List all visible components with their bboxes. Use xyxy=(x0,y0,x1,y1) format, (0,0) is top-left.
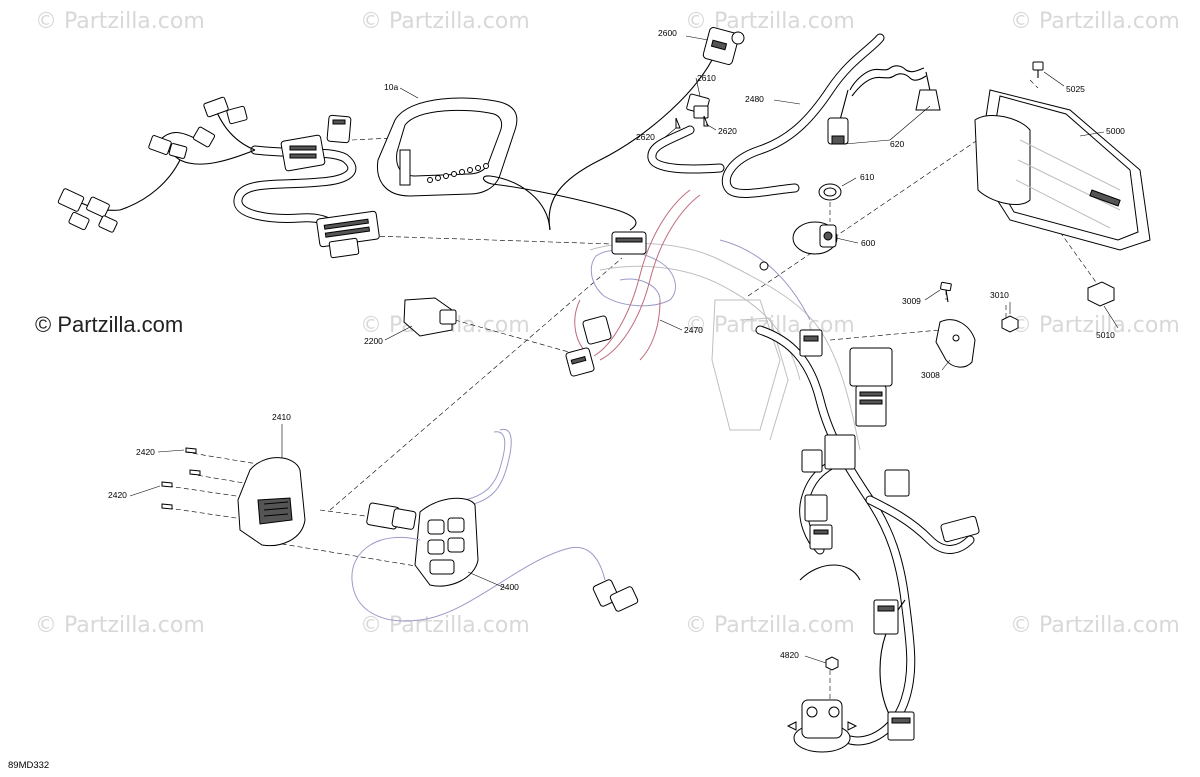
connector-2470 xyxy=(565,231,683,377)
watermark: © Partzilla.com xyxy=(1010,313,1180,338)
ecu-assembly xyxy=(974,61,1151,329)
callout-2620: 2620 xyxy=(636,132,655,142)
callout-2610: 2610 xyxy=(697,73,716,83)
callout-4820: 4820 xyxy=(780,650,799,660)
callout-5000: 5000 xyxy=(1106,126,1125,136)
bracket-assembly xyxy=(924,281,1019,371)
gauge-cluster xyxy=(376,87,518,197)
callout-2620: 2620 xyxy=(718,126,737,136)
main-harness xyxy=(574,189,980,746)
callout-2470: 2470 xyxy=(684,325,703,335)
watermark: © Partzilla.com xyxy=(360,613,530,638)
callout-2200: 2200 xyxy=(364,336,383,346)
callout-2600: 2600 xyxy=(658,28,677,38)
watermark: © Partzilla.com xyxy=(360,9,530,34)
handlebar-switch xyxy=(351,428,639,622)
watermark-prominent: © Partzilla.com xyxy=(35,312,183,337)
screws-2420 xyxy=(161,447,201,510)
callout-labels: 10a 2600 2610 2620 2620 2480 620 610 600… xyxy=(108,28,1125,660)
callout-5010: 5010 xyxy=(1096,330,1115,340)
starter-solenoid xyxy=(786,655,858,753)
callout-10a: 10a xyxy=(384,82,398,92)
watermark: © Partzilla.com xyxy=(35,613,205,638)
sensor-2200 xyxy=(384,297,457,341)
callout-2480: 2480 xyxy=(745,94,764,104)
diagram-reference-code: 89MD332 xyxy=(8,760,49,771)
key-switch-assembly xyxy=(482,27,885,231)
callout-5025: 5025 xyxy=(1066,84,1085,94)
watermark: © Partzilla.com xyxy=(35,9,205,34)
callout-2420: 2420 xyxy=(136,447,155,457)
callout-2400: 2400 xyxy=(500,582,519,592)
dashed-guides xyxy=(167,79,1099,700)
switch-housing xyxy=(129,424,306,547)
gauge-lights xyxy=(427,163,489,183)
watermark: © Partzilla.com xyxy=(685,613,855,638)
left-harness xyxy=(57,96,380,259)
watermark: © Partzilla.com xyxy=(1010,9,1180,34)
callout-2420: 2420 xyxy=(108,490,127,500)
callout-610: 610 xyxy=(860,172,874,182)
callout-3008: 3008 xyxy=(921,370,940,380)
callout-3009: 3009 xyxy=(902,296,921,306)
callout-600: 600 xyxy=(861,238,875,248)
tether-switch-assembly xyxy=(792,65,941,255)
callout-2410: 2410 xyxy=(272,412,291,422)
callout-3010: 3010 xyxy=(990,290,1009,300)
callout-620: 620 xyxy=(890,139,904,149)
watermark: © Partzilla.com xyxy=(1010,613,1180,638)
